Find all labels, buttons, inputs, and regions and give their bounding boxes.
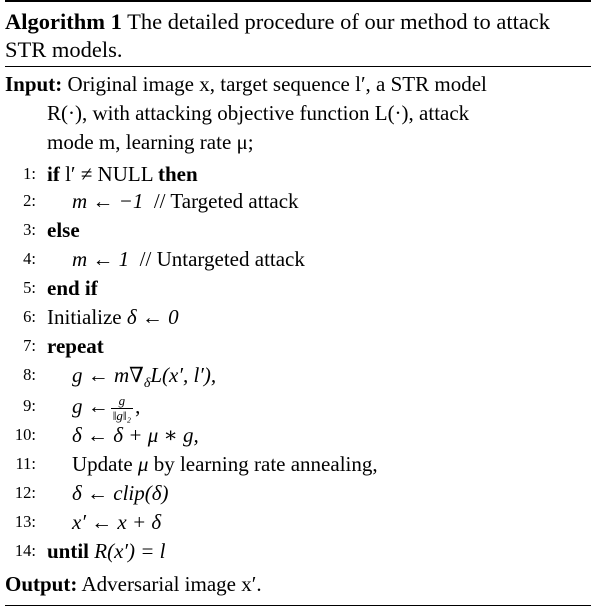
step-number: 9: bbox=[23, 396, 36, 415]
math-expression: g ← bbox=[72, 394, 109, 418]
math-expression: δ ← 0 bbox=[126, 305, 179, 329]
input-line3: mode m, learning rate μ; bbox=[47, 128, 254, 156]
caption-text: The detailed procedure of our method to … bbox=[121, 9, 551, 34]
step-text: else bbox=[47, 216, 80, 244]
keyword: until bbox=[47, 539, 90, 563]
fraction-denominator: ‖g‖₂ bbox=[112, 407, 132, 423]
step-number: 12: bbox=[14, 483, 36, 502]
input-text1: Original image x, target sequence l′, a … bbox=[67, 72, 487, 96]
step-number: 2: bbox=[23, 191, 36, 210]
step-number: 8: bbox=[23, 365, 36, 384]
fraction-numerator: g bbox=[110, 393, 134, 409]
output-line: Output: Adversarial image x′. bbox=[5, 570, 262, 598]
step-text: δ ← δ + μ ∗ g, bbox=[72, 421, 199, 449]
math-expression: m ← −1 bbox=[72, 189, 144, 213]
math-expression: R(x′) = l bbox=[89, 539, 166, 563]
step-number: 4: bbox=[23, 249, 36, 268]
input-line1: Input: Original image x, target sequence… bbox=[5, 70, 487, 98]
step-text: repeat bbox=[47, 332, 104, 360]
keyword: if bbox=[47, 162, 60, 186]
step-text: δ ← clip(δ) bbox=[72, 479, 169, 507]
keyword: repeat bbox=[47, 334, 104, 358]
step-text: m ← −1 // Targeted attack bbox=[72, 187, 299, 215]
output-label: Output: bbox=[5, 572, 78, 596]
step-text: g ←g‖g‖₂, bbox=[72, 392, 140, 423]
step-text-part: // Targeted attack bbox=[143, 189, 299, 213]
step-text: if l′ ≠ NULL then bbox=[47, 160, 198, 188]
input-label: Input: bbox=[5, 72, 63, 96]
step-text: m ← 1 // Untargeted attack bbox=[72, 245, 305, 273]
math-expression: g ← m∇ bbox=[72, 363, 144, 387]
step-text: Initialize δ ← 0 bbox=[47, 303, 179, 331]
top-rule bbox=[5, 0, 591, 2]
subscript: δ bbox=[143, 376, 151, 392]
step-text-part: Initialize bbox=[47, 305, 127, 329]
step-text: g ← m∇δL(x′, l′), bbox=[72, 361, 216, 398]
step-text: until R(x′) = l bbox=[47, 537, 166, 565]
keyword: end if bbox=[47, 276, 98, 300]
step-text: end if bbox=[47, 274, 98, 302]
step-number: 5: bbox=[23, 278, 36, 297]
input-text2: R(·), with attacking objective function … bbox=[47, 101, 470, 125]
input-line2: R(·), with attacking objective function … bbox=[47, 99, 469, 127]
math-expression: δ ← δ + μ ∗ g, bbox=[72, 423, 199, 447]
step-number: 11: bbox=[15, 454, 36, 473]
step-text-part: by learning rate annealing, bbox=[148, 452, 378, 476]
step-number: 3: bbox=[23, 220, 36, 239]
step-text-part: , bbox=[135, 394, 141, 418]
math-expression: x′ ← x + δ bbox=[72, 510, 162, 534]
output-text: Adversarial image x′. bbox=[81, 572, 262, 596]
step-number: 1: bbox=[23, 164, 36, 183]
step-number: 7: bbox=[23, 336, 36, 355]
fraction: g‖g‖₂ bbox=[110, 393, 134, 423]
keyword: else bbox=[47, 218, 80, 242]
bottom-rule bbox=[5, 605, 591, 606]
step-number: 6: bbox=[23, 307, 36, 326]
step-text-part: // Untargeted attack bbox=[129, 247, 305, 271]
math-expression: L(x′, l′), bbox=[150, 363, 217, 387]
step-text-part: l′ ≠ NULL bbox=[59, 162, 158, 186]
math-expression: μ bbox=[137, 452, 149, 476]
step-text-part: Update bbox=[72, 452, 138, 476]
algorithm-caption-line2: STR models. bbox=[5, 36, 123, 64]
algorithm-caption-line1: Algorithm 1 The detailed procedure of ou… bbox=[5, 8, 550, 36]
step-text: Update μ by learning rate annealing, bbox=[72, 450, 378, 478]
math-expression: m ← 1 bbox=[72, 247, 130, 271]
algorithm-label: Algorithm 1 bbox=[5, 9, 122, 34]
keyword: then bbox=[158, 162, 198, 186]
caption-text-cont: STR models. bbox=[5, 37, 123, 62]
step-number: 14: bbox=[14, 541, 36, 560]
caption-rule bbox=[5, 66, 591, 67]
step-number: 13: bbox=[14, 512, 36, 531]
input-text3: mode m, learning rate μ; bbox=[47, 130, 254, 154]
step-text: x′ ← x + δ bbox=[72, 508, 161, 536]
step-number: 10: bbox=[14, 425, 36, 444]
math-expression: δ ← clip(δ) bbox=[72, 481, 169, 505]
